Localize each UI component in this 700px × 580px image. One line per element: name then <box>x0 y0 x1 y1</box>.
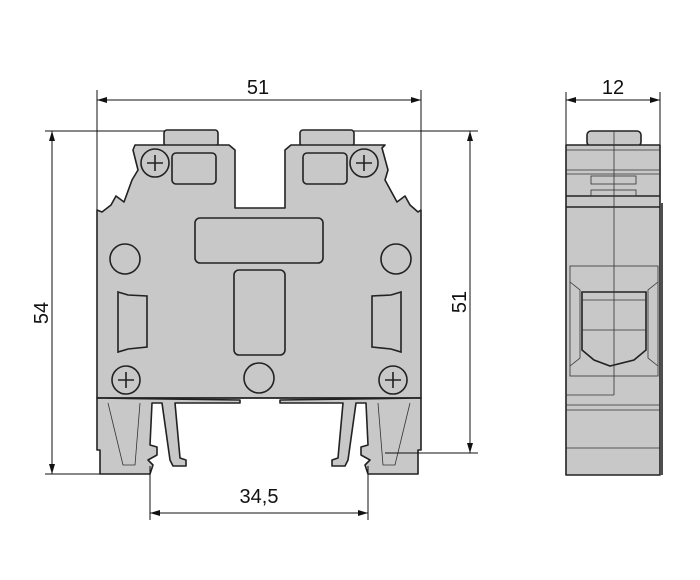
top-tab-right <box>299 129 355 147</box>
center-slot <box>233 269 286 356</box>
front-view <box>96 129 422 475</box>
clamp-window <box>581 291 647 367</box>
foot-left <box>96 397 241 475</box>
side-view <box>565 130 663 476</box>
screw-icon <box>378 365 408 395</box>
wire-entry-left <box>171 152 217 185</box>
screw-icon <box>349 148 379 178</box>
hole-left <box>109 243 141 275</box>
body-height-dimension-label: 51 <box>449 291 471 313</box>
dimension-lines <box>45 90 661 520</box>
wire-entry-right <box>302 152 348 185</box>
rail-pitch-dimension-label: 34,5 <box>240 486 279 508</box>
screw-icon <box>111 365 141 395</box>
slot-left <box>117 290 148 354</box>
top-tab-left <box>163 129 219 147</box>
depth-dimension-label: 12 <box>602 77 624 99</box>
marker-field <box>194 217 324 264</box>
width-dimension-label: 51 <box>247 77 269 99</box>
hole-bottom <box>243 362 275 394</box>
overall-height-dimension-label: 54 <box>31 302 53 324</box>
foot-right <box>279 397 422 475</box>
screw-icon <box>140 148 170 178</box>
slot-right <box>371 290 402 354</box>
housing-outline <box>96 144 422 399</box>
hole-right <box>380 243 412 275</box>
